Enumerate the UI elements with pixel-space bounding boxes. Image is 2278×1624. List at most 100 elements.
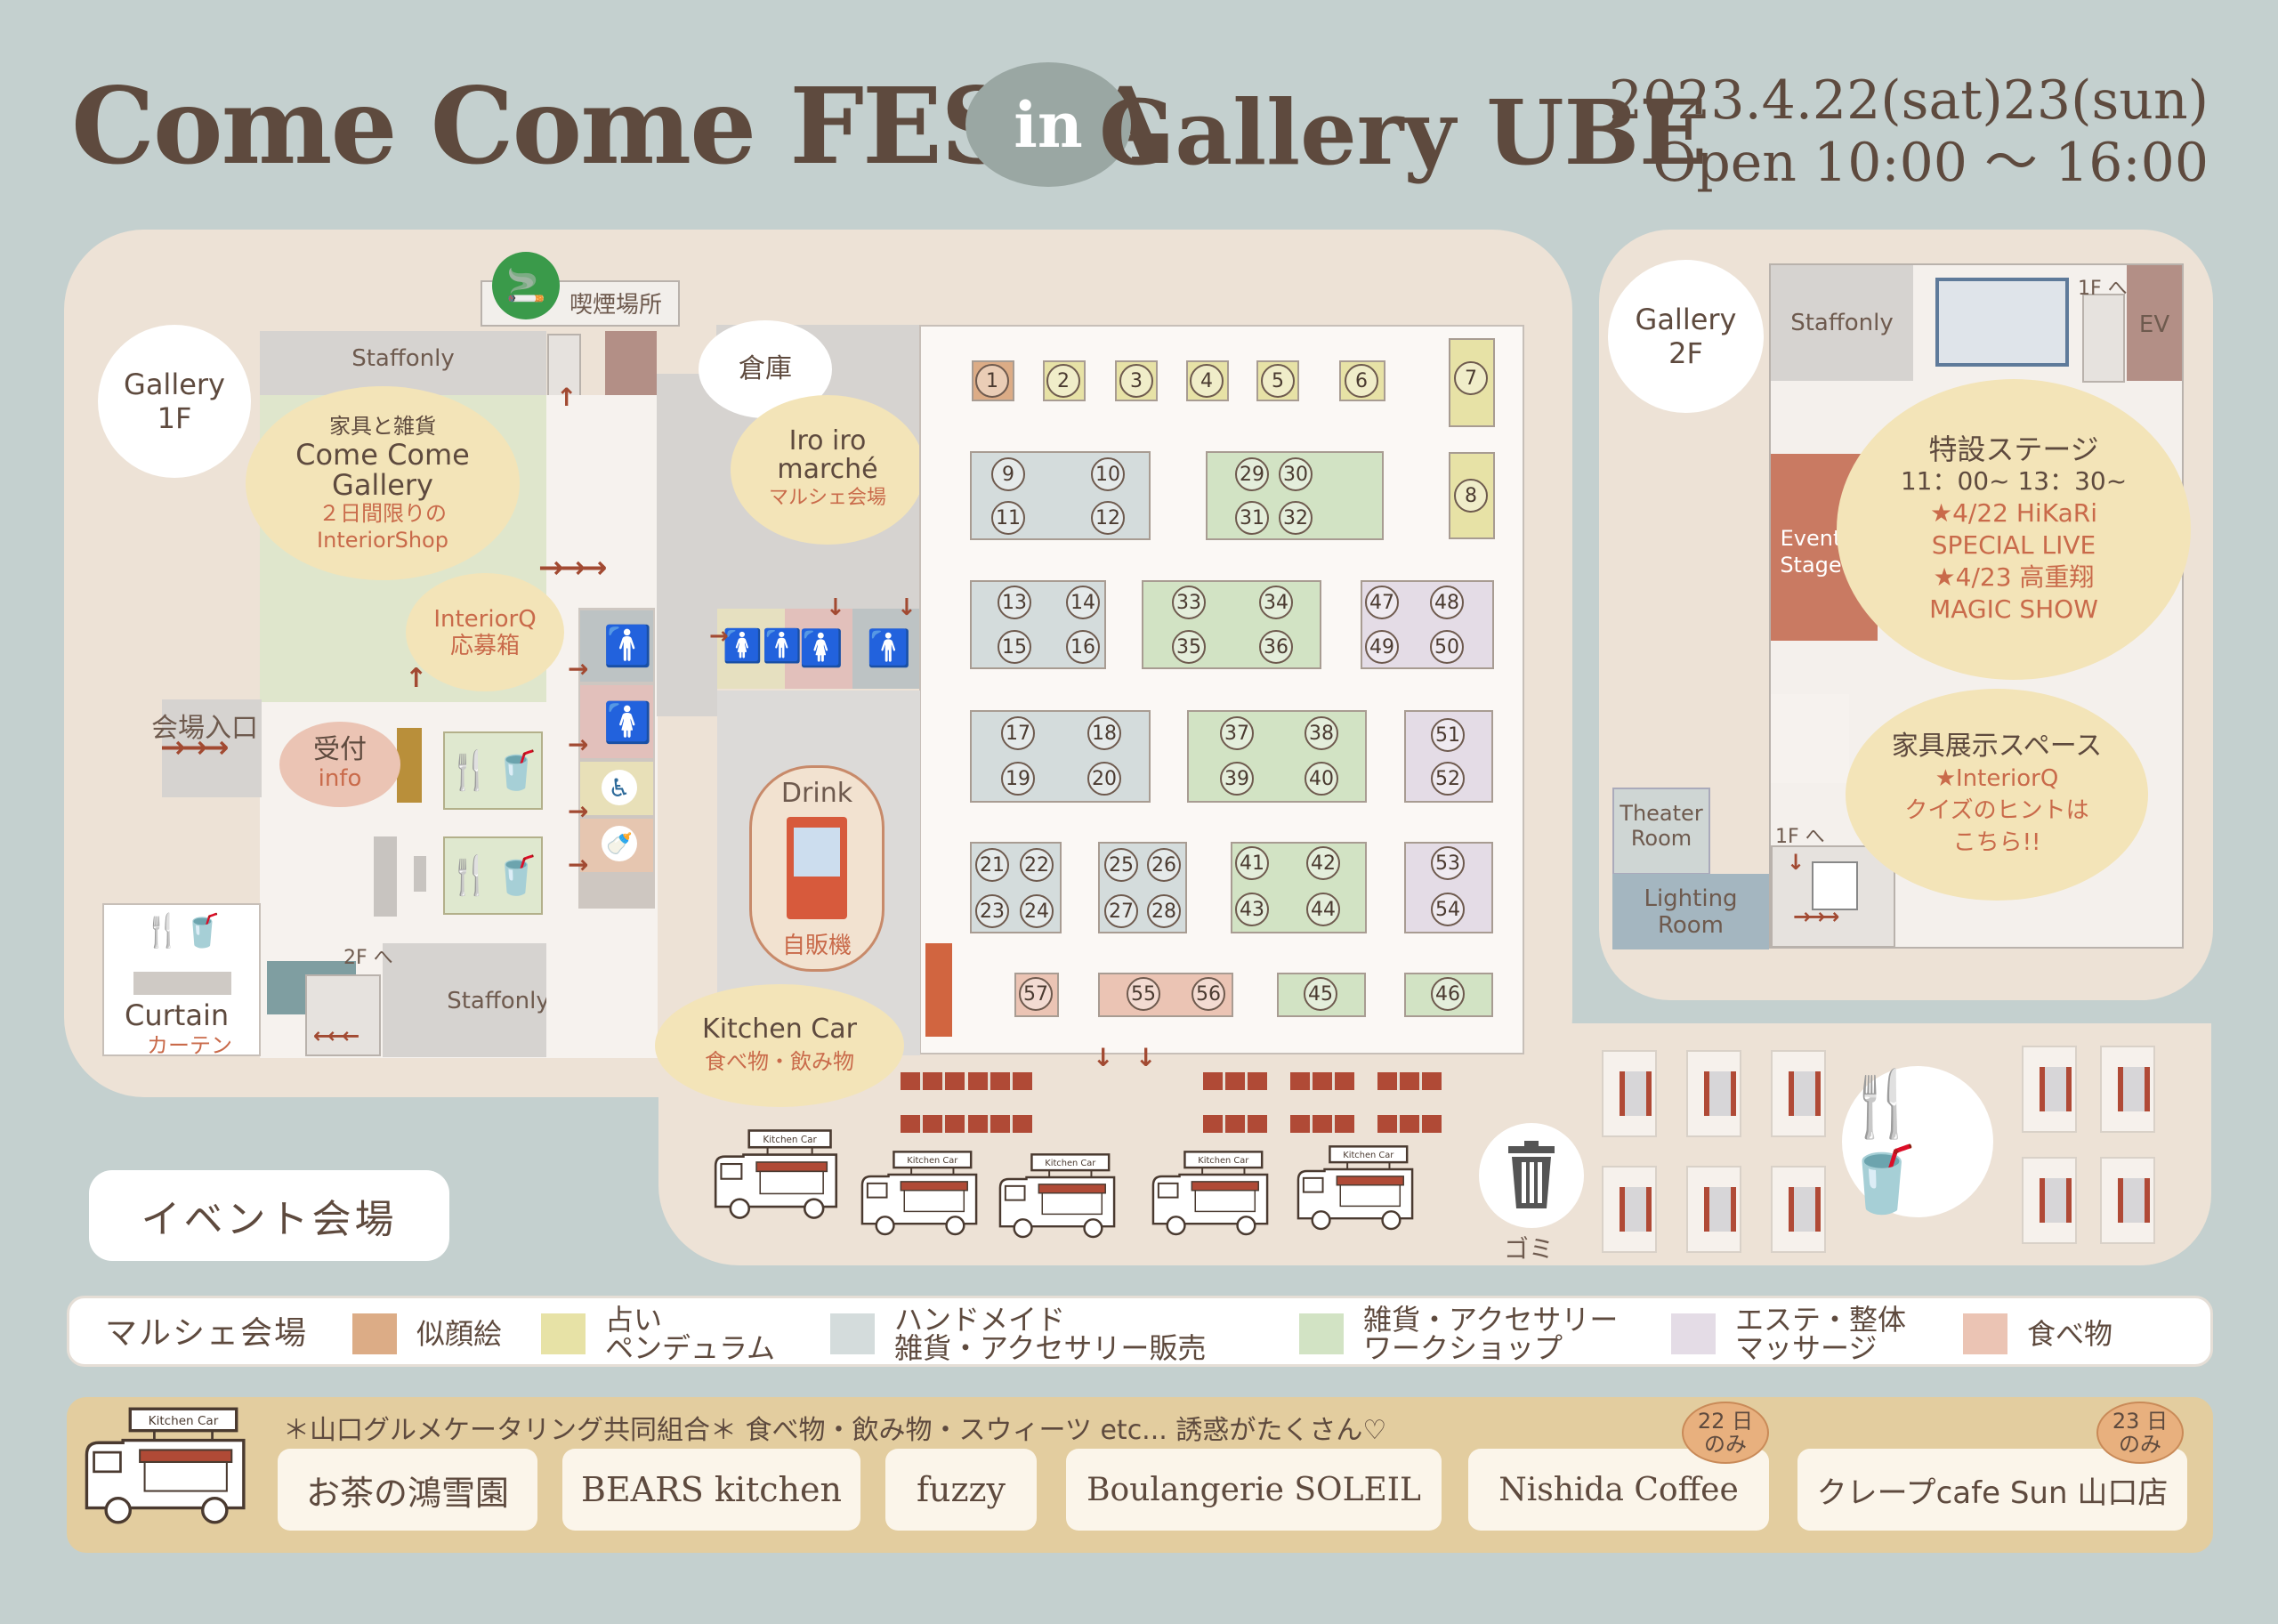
male-icon: 🚹	[603, 624, 652, 669]
svg-text:Kitchen Car: Kitchen Car	[149, 1414, 219, 1428]
svg-text:Kitchen Car: Kitchen Car	[1045, 1159, 1096, 1168]
outdoor-table	[2100, 1046, 2155, 1133]
svg-text:Kitchen Car: Kitchen Car	[907, 1156, 958, 1166]
arrow-marche-3: ↓	[897, 594, 917, 621]
furniture-line3: こちら!!	[1952, 829, 2041, 856]
stairs-2f	[305, 974, 381, 1056]
arrow-restroom-1: →	[568, 654, 589, 683]
outdoor-cafe-circle: 🍴🥤	[1842, 1066, 1993, 1217]
kitchen-car-icon: Kitchen Car	[1297, 1145, 1414, 1231]
kitchen-car-icon: Kitchen Car	[998, 1153, 1116, 1239]
warehouse-corridor	[657, 374, 717, 716]
gallery-1f-line1: Gallery	[124, 368, 225, 401]
date-line: 2023.4.22(sat)23(sun)	[1608, 69, 2209, 132]
svg-text:Kitchen Car: Kitchen Car	[1343, 1151, 1394, 1160]
kitchencar-line2: 食べ物・飲み物	[705, 1049, 854, 1074]
stage-line3: ★4/23 高重翔	[1933, 562, 2095, 592]
staffonly-2f-label: Staffonly	[1790, 310, 1894, 336]
warehouse-label: 倉庫	[739, 353, 792, 384]
arrow-corridor-1: →→→	[538, 550, 607, 586]
table-top	[1704, 1187, 1736, 1232]
reception-bench	[374, 836, 397, 917]
badge22-line1: 22 日	[1697, 1409, 1754, 1434]
white-box-2f	[1812, 861, 1858, 910]
iroiro-cloud: Iro iro marché マルシェ会場	[734, 399, 921, 541]
legend-item-esthe: エステ・整体マッサージ	[1671, 1298, 1906, 1369]
outdoor-table	[2100, 1157, 2155, 1244]
legend-title: マルシェ会場	[105, 1298, 308, 1369]
curtain-jp-label: カーテン	[147, 1033, 232, 1058]
comecome-line3: Gallery	[332, 468, 433, 502]
arrow-2f-down: ↓	[1787, 850, 1805, 875]
gallery-2f-badge: Gallery 2F	[1608, 260, 1764, 413]
event-venue-badge: イベント会場	[89, 1170, 449, 1261]
stage-cloud: 特設ステージ 11：00~ 13：30~ ★4/22 HiKaRi SPECIA…	[1840, 383, 2187, 676]
kitchencar-cloud: Kitchen Car 食べ物・飲み物	[658, 988, 901, 1103]
to-2f-label: 2F へ	[343, 947, 393, 969]
arrow-exit-1: ↓	[1093, 1043, 1114, 1072]
svg-text:Kitchen Car: Kitchen Car	[1198, 1156, 1249, 1166]
vendor-nishida-label: Nishida Coffee	[1498, 1471, 1739, 1508]
furniture-line1: ★InteriorQ	[1935, 765, 2059, 792]
smoking-icon: 🚬	[492, 252, 560, 319]
vendor-koseien-label: お茶の鴻雪園	[305, 1473, 509, 1513]
curtain-label: Curtain	[125, 998, 230, 1032]
arrow-exit-2: ↓	[1135, 1043, 1157, 1072]
legend-item-fortune: 占いペンデュラム	[541, 1298, 775, 1369]
male-icon-2: 🚹	[867, 628, 911, 669]
in-badge: in	[965, 62, 1131, 187]
reception-bench-2	[414, 856, 426, 892]
reception-label: 受付	[313, 734, 367, 765]
table-top	[2040, 1178, 2072, 1223]
sofa-set	[1935, 278, 2069, 367]
brick-planter	[1203, 1072, 1267, 1090]
kitchen-car-icon: Kitchen Car	[714, 1129, 838, 1219]
legend-food-line1: 食べ物	[2027, 1317, 2113, 1351]
drink-label: 自販機	[781, 933, 852, 959]
marche-restroom-3	[852, 609, 920, 689]
brick-planter	[1203, 1115, 1267, 1133]
baby-icon: 🍼	[602, 826, 637, 861]
vendor-soleil-label: Boulangerie SOLEIL	[1086, 1471, 1421, 1508]
legend-swatch-fortune	[541, 1313, 586, 1354]
event-venue-label: イベント会場	[141, 1197, 398, 1242]
elevator	[2127, 265, 2182, 381]
stage-line1: ★4/22 HiKaRi	[1930, 498, 2097, 528]
curtain-table-icon: 🍴🥤	[142, 913, 222, 949]
badge22-line2: のみ	[1704, 1432, 1747, 1457]
table-top	[1789, 1071, 1821, 1116]
table-top	[1620, 1187, 1652, 1232]
interiorq-line2: 応募箱	[449, 632, 520, 659]
legend-esthe-line2: マッサージ	[1735, 1331, 1878, 1365]
legend-swatch-goods	[1299, 1313, 1344, 1354]
vendor-fuzzy-label: fuzzy	[916, 1470, 1006, 1509]
table-top	[1620, 1071, 1652, 1116]
vendor-fuzzy: fuzzy	[885, 1449, 1037, 1531]
comecome-line1: 家具と雑貨	[329, 414, 436, 439]
theater-label: Theater Room	[1620, 801, 1703, 851]
day22-only-badge: 22 日 のみ	[1682, 1402, 1769, 1464]
vendor-crepe-cafe-sun: クレープcafe Sun 山口店	[1797, 1449, 2187, 1531]
arrow-restroom-4: →	[568, 850, 589, 879]
entrance-arrow: →→→	[160, 730, 229, 765]
brick-planter	[968, 1072, 1032, 1090]
reception-info: info	[318, 765, 362, 792]
legend-item-food: 食べ物	[1963, 1298, 2112, 1369]
iroiro-line3: マルシェ会場	[768, 487, 886, 509]
arrow-marche-1: →	[709, 623, 729, 650]
vendor-nishida-coffee: Nishida Coffee	[1468, 1449, 1769, 1531]
outdoor-table	[1602, 1166, 1657, 1253]
legend-fortune-line2: ペンデュラム	[605, 1331, 776, 1365]
stairs-2f-top	[2082, 294, 2125, 383]
gallery-1f-badge: Gallery 1F	[98, 325, 251, 478]
arrow-up-1: ↑	[405, 663, 427, 694]
table-top	[1704, 1071, 1736, 1116]
legend-handmade-line2: 雑貨・アクセサリー販売	[894, 1331, 1207, 1365]
brick-planter	[1377, 1072, 1442, 1090]
legend-item-portrait: 似顔絵	[352, 1298, 502, 1369]
outdoor-table	[2022, 1157, 2077, 1244]
table-top	[2040, 1067, 2072, 1111]
legend-bar: マルシェ会場 似顔絵 占いペンデュラム ハンドメイド雑貨・アクセサリー販売 雑貨…	[67, 1296, 2213, 1367]
gallery-1f-line2: 1F	[157, 401, 192, 435]
trash-icon	[1508, 1141, 1555, 1208]
